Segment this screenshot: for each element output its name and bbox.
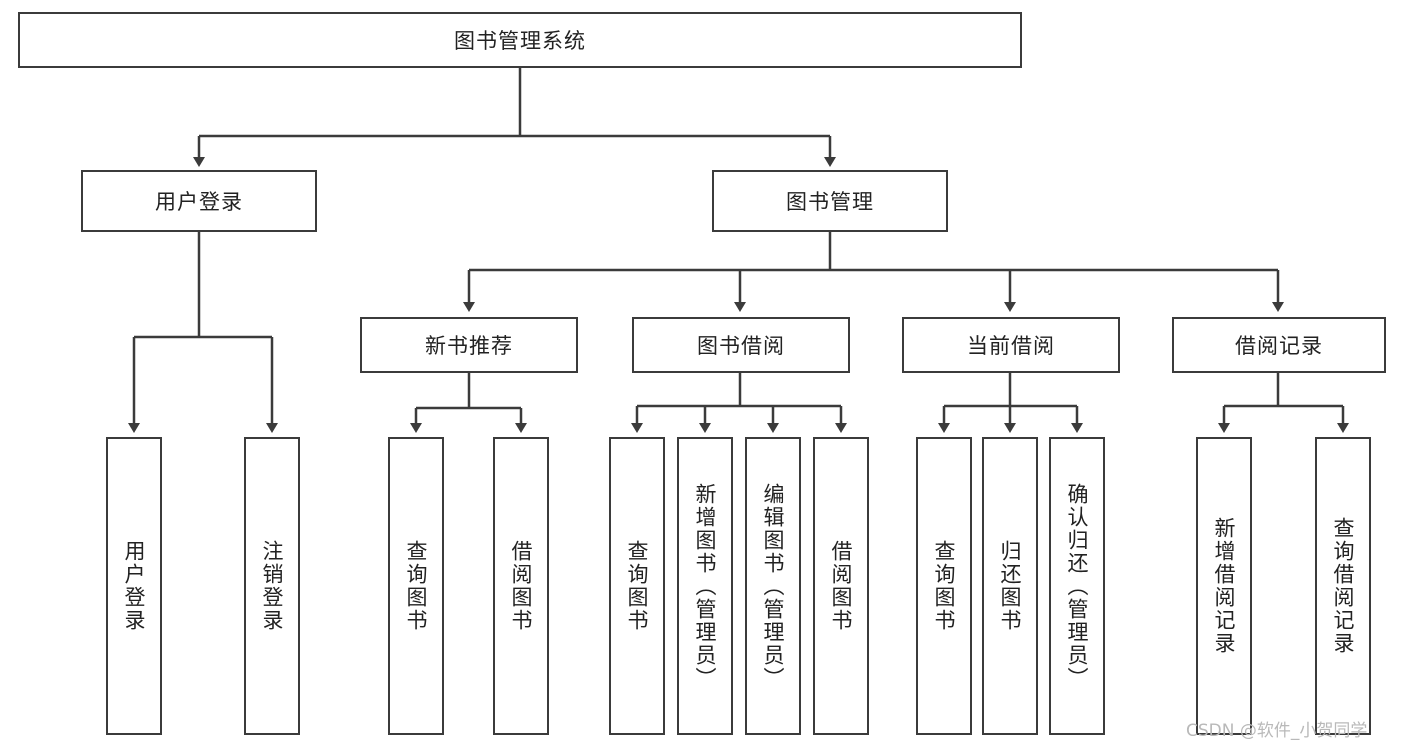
node-label: 图书管理系统 xyxy=(454,29,586,53)
node-label: 图书借阅 xyxy=(697,334,785,358)
node-user-login[interactable]: 用户登录 xyxy=(81,170,317,232)
node-label: 确认归还（管理员） xyxy=(1065,482,1090,690)
node-label: 用户登录 xyxy=(155,190,243,214)
leaf-user-login[interactable]: 用户登录 xyxy=(106,437,162,735)
node-label: 查询借阅记录 xyxy=(1331,517,1356,655)
node-book-management[interactable]: 图书管理 xyxy=(712,170,948,232)
node-current-borrow[interactable]: 当前借阅 xyxy=(902,317,1120,373)
node-label: 编辑图书（管理员） xyxy=(761,482,786,690)
node-label: 借阅图书 xyxy=(509,540,534,632)
leaf-user-logout[interactable]: 注销登录 xyxy=(244,437,300,735)
node-label: 新书推荐 xyxy=(425,334,513,358)
leaf-confirm-return-admin[interactable]: 确认归还（管理员） xyxy=(1049,437,1105,735)
node-label: 借阅图书 xyxy=(829,540,854,632)
node-label: 查询图书 xyxy=(625,540,650,632)
leaf-borrow-book-new[interactable]: 借阅图书 xyxy=(493,437,549,735)
leaf-query-book-current[interactable]: 查询图书 xyxy=(916,437,972,735)
node-book-borrow[interactable]: 图书借阅 xyxy=(632,317,850,373)
node-label: 归还图书 xyxy=(998,540,1023,632)
node-label: 注销登录 xyxy=(260,540,285,632)
node-label: 用户登录 xyxy=(122,540,147,632)
leaf-query-book[interactable]: 查询图书 xyxy=(609,437,665,735)
node-root-system[interactable]: 图书管理系统 xyxy=(18,12,1022,68)
leaf-edit-book-admin[interactable]: 编辑图书（管理员） xyxy=(745,437,801,735)
leaf-return-book[interactable]: 归还图书 xyxy=(982,437,1038,735)
leaf-borrow-book[interactable]: 借阅图书 xyxy=(813,437,869,735)
leaf-add-book-admin[interactable]: 新增图书（管理员） xyxy=(677,437,733,735)
leaf-query-book-new[interactable]: 查询图书 xyxy=(388,437,444,735)
node-borrow-records[interactable]: 借阅记录 xyxy=(1172,317,1386,373)
leaf-add-borrow-record[interactable]: 新增借阅记录 xyxy=(1196,437,1252,735)
node-label: 新增借阅记录 xyxy=(1212,517,1237,655)
node-label: 查询图书 xyxy=(404,540,429,632)
node-label: 借阅记录 xyxy=(1235,334,1323,358)
node-label: 图书管理 xyxy=(786,190,874,214)
csdn-watermark: CSDN @软件_小贺同学 xyxy=(1186,721,1368,741)
node-label: 查询图书 xyxy=(932,540,957,632)
leaf-query-borrow-record[interactable]: 查询借阅记录 xyxy=(1315,437,1371,735)
node-label: 当前借阅 xyxy=(967,334,1055,358)
node-label: 新增图书（管理员） xyxy=(693,482,718,690)
node-new-book-recommend[interactable]: 新书推荐 xyxy=(360,317,578,373)
